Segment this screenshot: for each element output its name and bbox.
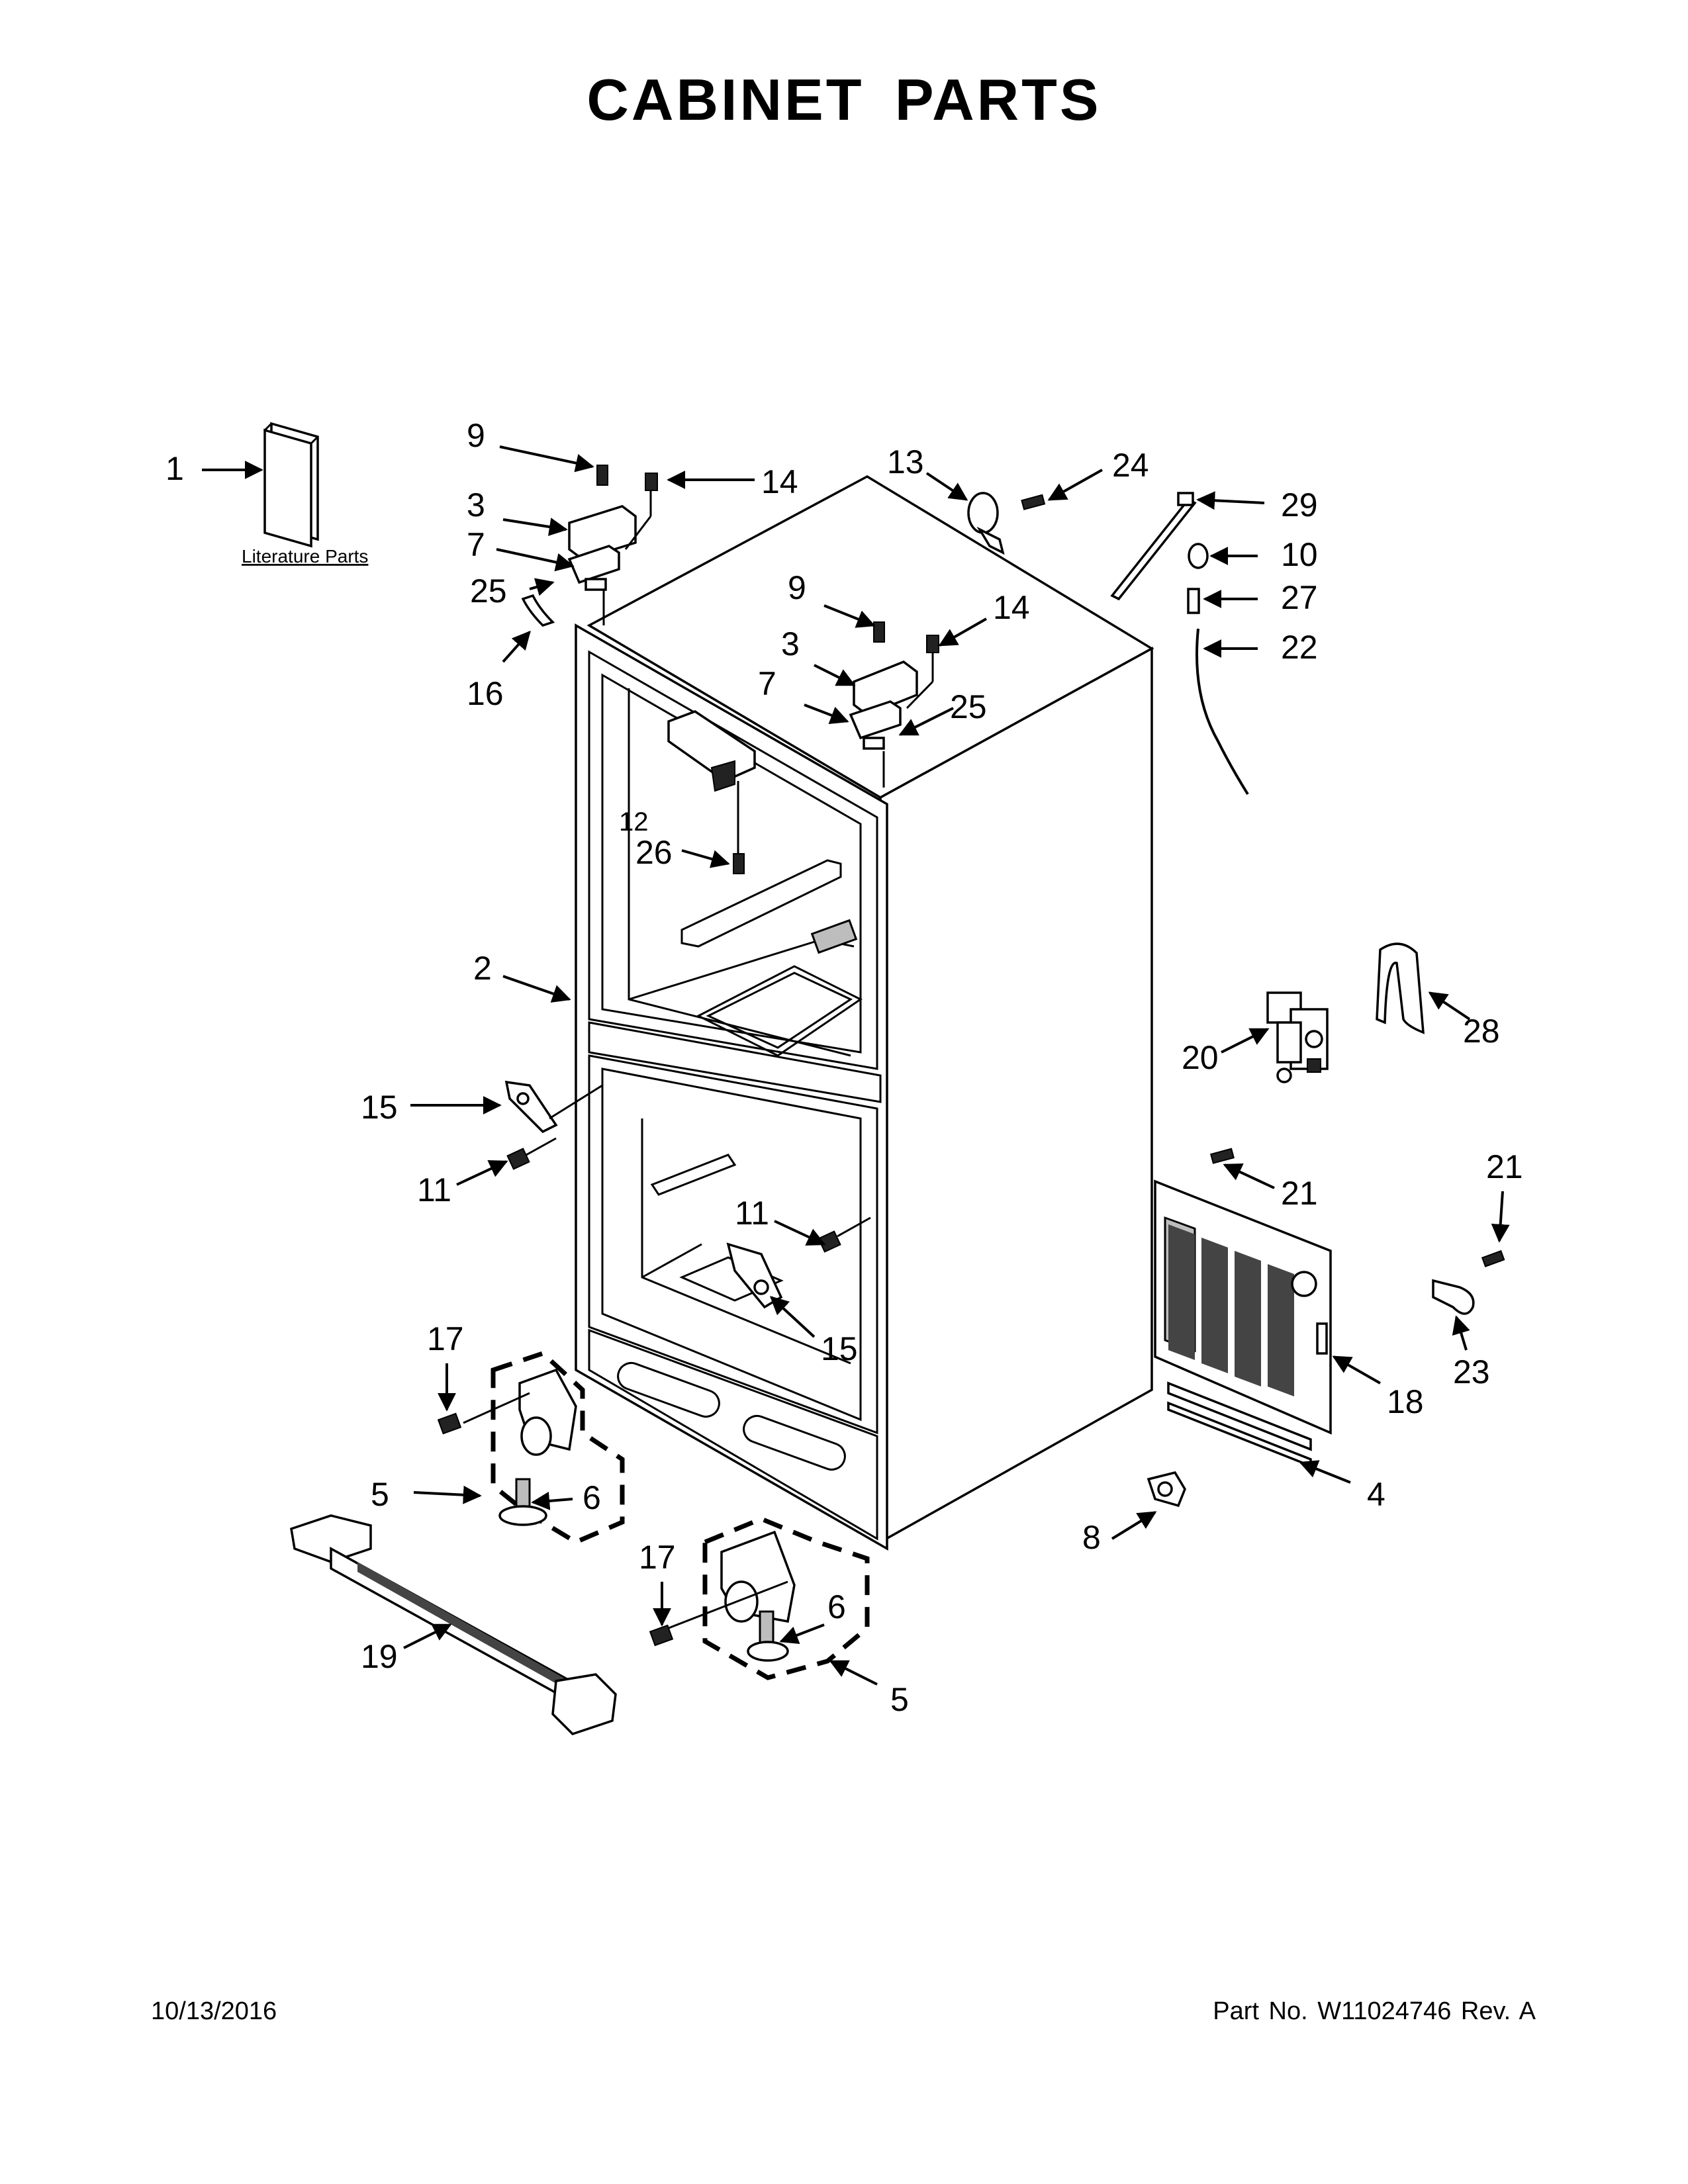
callout-2: 2 <box>473 950 492 987</box>
callout-17: 17 <box>427 1320 464 1357</box>
callout-11: 11 <box>417 1171 451 1208</box>
part-15-hinge-right <box>726 1216 871 1309</box>
page-title: CABINET PARTS <box>586 67 1102 132</box>
part-28-bracket <box>1376 942 1425 1034</box>
callout-23: 23 <box>1453 1353 1490 1390</box>
callout-16: 16 <box>467 675 504 712</box>
part-13-bracket <box>967 492 1046 555</box>
callout-28: 28 <box>1463 1013 1500 1050</box>
water-tube-assembly <box>1110 492 1249 796</box>
callout-18: 18 <box>1387 1383 1424 1420</box>
callout-3: 3 <box>781 625 800 662</box>
callout-9: 9 <box>788 569 806 606</box>
callout-12: 12 <box>619 807 649 837</box>
part-8-bracket <box>1147 1471 1186 1508</box>
callout-9: 9 <box>467 417 485 454</box>
footer-part-number: Part No. W11024746 Rev. A <box>1213 1997 1536 2025</box>
leveler-left <box>437 1351 625 1545</box>
callout-26: 26 <box>635 834 673 871</box>
callout-4: 4 <box>1367 1476 1385 1513</box>
callout-29: 29 <box>1281 486 1318 523</box>
callout-3: 3 <box>467 486 485 523</box>
callout-10: 10 <box>1281 536 1318 573</box>
callout-11: 11 <box>735 1195 769 1232</box>
callout-25: 25 <box>950 688 987 725</box>
callout-17: 17 <box>639 1539 676 1576</box>
callout-5: 5 <box>890 1681 909 1718</box>
callout-25: 25 <box>470 572 507 610</box>
tube-16-icon <box>521 594 555 627</box>
callout-19: 19 <box>361 1638 398 1675</box>
literature-parts-icon <box>263 422 319 548</box>
callout-22: 22 <box>1281 629 1318 666</box>
clamp-23-icon <box>1432 1250 1505 1315</box>
callout-15: 15 <box>821 1330 858 1367</box>
callout-27: 27 <box>1281 579 1318 616</box>
top-hinge-left <box>567 465 658 625</box>
callout-14: 14 <box>761 463 798 500</box>
callout-21: 21 <box>1281 1175 1318 1212</box>
callout-24: 24 <box>1112 447 1149 484</box>
water-valve-icon <box>1266 991 1329 1083</box>
top-hinge-right <box>849 621 939 788</box>
callout-7: 7 <box>467 526 485 563</box>
toe-grille-19 <box>290 1514 617 1736</box>
callout-5: 5 <box>371 1476 389 1513</box>
callout-21: 21 <box>1486 1148 1523 1185</box>
part-12-bracket <box>667 710 756 874</box>
literature-parts-label: Literature Parts <box>242 546 368 567</box>
callout-15: 15 <box>361 1089 398 1126</box>
part-15-hinge-left <box>504 1080 603 1170</box>
rear-grille <box>1154 1148 1332 1468</box>
callout-6: 6 <box>827 1588 846 1625</box>
callout-13: 13 <box>887 443 924 480</box>
callout-1: 1 <box>165 450 184 487</box>
callout-8: 8 <box>1082 1519 1101 1556</box>
callout-6: 6 <box>583 1479 601 1516</box>
callout-20: 20 <box>1182 1039 1219 1076</box>
callout-7: 7 <box>758 665 776 702</box>
footer-date: 10/13/2016 <box>151 1997 277 2025</box>
callout-labels: 1 2 9 14 3 7 25 16 9 14 3 7 25 12 26 13 … <box>165 417 1523 1718</box>
leveler-right <box>649 1516 870 1680</box>
callout-14: 14 <box>993 589 1030 626</box>
cabinet-body <box>575 475 1154 1551</box>
leader-arrows <box>202 445 1510 1686</box>
